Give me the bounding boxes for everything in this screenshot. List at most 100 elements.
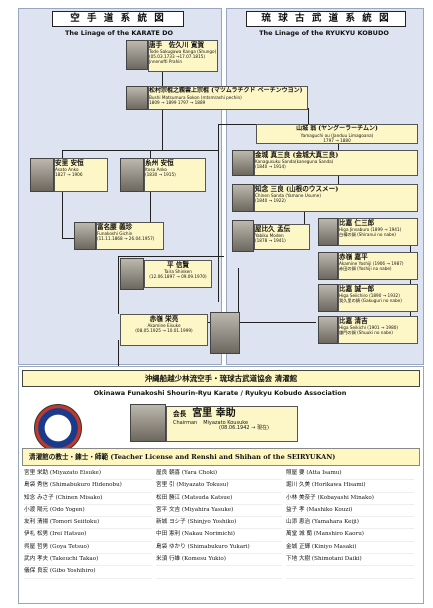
teacher-name xyxy=(286,566,414,579)
akamine-yoshiji-box: 赤嶺 嘉平 Akamine Yoshiji (1906 → 1987) 赤田の鍋… xyxy=(338,252,418,280)
akamine-eisuke-en: Akamine Eisuke xyxy=(147,323,181,328)
teacher-name: 知念 みさ子 (Chinen Misako) xyxy=(24,493,152,505)
asato-dates: 1827 → 1906 xyxy=(55,172,83,177)
higa-seiichiro-portrait xyxy=(318,284,338,312)
funakoshi-en: Funakoshi Gichin xyxy=(97,231,133,236)
teacher-name: 友利 清揚 (Tomori Seiitoku) xyxy=(24,517,152,530)
tode-name: 唐手 佐久川 寛賀 xyxy=(149,41,205,49)
teacher-name: 米須 行雄 (Komesu Yukio) xyxy=(156,554,282,567)
matsumura-box: 松村宗棍之親雲上宗棍 (マツムラチクド ペーチンウヨン) Bushi Matsu… xyxy=(148,86,308,110)
tode-en: Tode Sakugawa Kanga (Shungo) xyxy=(149,49,217,54)
chinen-en: Chinen Sanda (Yamane Usume) xyxy=(255,193,321,198)
teacher-name: 宮里 栄助 (Miyazato Eisuke) xyxy=(24,468,152,481)
line-kobudo-spine xyxy=(308,108,309,125)
kanagusuku-name: 金城 真三良 (金城大真三良) xyxy=(255,151,339,159)
matsumura-portrait xyxy=(126,86,148,110)
taira-box: 平 信賢 Taira Shinken (12.06.1897 → 09.09.1… xyxy=(144,260,212,288)
teacher-name: 伊礼 松男 (Irei Hatsuo) xyxy=(24,529,152,542)
akamine-yoshiji-dates: 赤田の鍋 (Yoshiji no nabe) xyxy=(339,266,392,271)
matsumura-name: 松村宗棍之親雲上宗棍 (マツムラチクド ペーチンウヨン) xyxy=(149,87,303,94)
chinen-dates: (1840 → 1922) xyxy=(255,198,286,203)
kanagusuku-dates: (1840 → 1914) xyxy=(255,164,286,169)
higa-seiichiro-dates: 我久里の鍋 (Gakuguri no nabe) xyxy=(339,298,402,303)
teacher-name: 新城 ヨシ子 (Shinjyo Yoshiko) xyxy=(156,517,282,530)
akamine-eisuke-box: 赤嶺 栄亮 Akamine Eisuke (08.05.1925 → 10.01… xyxy=(120,314,208,346)
kanagusuku-en: Kanagusuku Sanda(kaneguna Sanda) xyxy=(255,159,334,164)
chairman-romaji: Miyazato Kousuke xyxy=(203,420,249,426)
akamine-yoshiji-portrait xyxy=(318,252,338,280)
teacher-name: 松田 勝江 (Matsuda Katsue) xyxy=(156,493,282,505)
tode-portrait xyxy=(126,40,148,70)
teacher-name: 宮里 引 (Miyazato Tokusu) xyxy=(156,480,282,493)
line-akamine-right xyxy=(180,322,316,323)
yabiku-en: Yabiku Moden xyxy=(255,233,284,238)
teacher-name: 萬堂 城 蘭 (Manshiro Kaoru) xyxy=(286,529,414,542)
line-taira-join xyxy=(118,256,224,257)
higa-jinsaburo-en: Higa Jinsaburo (1899 → 1941) xyxy=(339,227,402,232)
yamaguchi-name: 山城 翁 (ヤングーラーチムン) xyxy=(296,125,378,132)
chairman-name: 宮里 幸助 xyxy=(192,408,236,419)
yamaguchi-en: Yamaguchi ou (Janduu Limagoana) xyxy=(300,133,374,138)
line-tode-matsumura xyxy=(162,72,163,86)
funakoshi-dates: (11.11.1868 → 26.04.1957) xyxy=(97,236,155,241)
yabiku-dates: (1878 → 1941) xyxy=(255,238,286,243)
chinen-name: 知念 三良 (山根のウスメー) xyxy=(255,185,339,193)
tode-box: 唐手 佐久川 寛賀 Tode Sakugawa Kanga (Shungo) (… xyxy=(148,40,218,72)
karate-lineage-title: 空 手 道 系 統 図 xyxy=(52,11,184,27)
higa-seikichi-dates: 鎌門の鍋 (Shuuki no nabe) xyxy=(339,330,393,335)
higa-seikichi-en: Higa Seikichi (1901 → 1980) xyxy=(339,325,399,330)
higa-jinsaburo-dates: 白樽の鍋 (Shiranui no nabe) xyxy=(339,232,396,237)
teachers-col-3: 照屋 要 (Atta Isamu) 堀川 久美 (Horikawa Hisami… xyxy=(286,468,414,579)
itosu-box: 糸州 安恒 Itosu Anko (1830 → 1915) xyxy=(144,158,206,192)
chairman-dates: (08.06.1942 → 現在) xyxy=(219,425,269,431)
higa-jinsaburo-portrait xyxy=(318,218,338,246)
funakoshi-box: 富名腰 義珍 Funakoshi Gichin (11.11.1868 → 26… xyxy=(96,222,164,250)
kobudo-lineage-subtitle: The Linage of the RYUKYU KOBUDO xyxy=(259,29,389,37)
asato-name: 安里 安恒 xyxy=(55,159,84,167)
itosu-dates: (1830 → 1915) xyxy=(145,172,176,177)
asato-en: Asato Anko xyxy=(55,167,79,172)
teacher-name xyxy=(156,566,282,579)
akamine-yoshiji-en: Akamine Yoshiji (1906 → 1987) xyxy=(339,261,404,266)
line-to-akamine xyxy=(118,256,119,314)
yabiku-name: 屋比久 孟伝 xyxy=(255,225,291,233)
higa-jinsaburo-name: 比嘉 仁三郎 xyxy=(339,219,375,227)
higa-seiichiro-name: 比嘉 誠一郎 xyxy=(339,285,375,293)
teacher-name: 中田 憲利 (Nakau Norimichi) xyxy=(156,529,282,542)
teacher-name: 金城 正輝 (Kiniyo Masaki) xyxy=(286,542,414,555)
funakoshi-portrait xyxy=(74,222,96,250)
teacher-name: 宮平 文吉 (Miyahira Yasuke) xyxy=(156,505,282,518)
line-to-kobudo xyxy=(218,124,219,302)
association-name-ja: 沖縄船越少林流空手・琉球古武道協会 清濯館 xyxy=(22,370,420,387)
teachers-header: 清濯館の教士・錬士・師範 (Teacher License and Renshi… xyxy=(22,448,420,466)
teacher-name: 照屋 要 (Atta Isamu) xyxy=(286,468,414,481)
teacher-name: 呉屋 哲男 (Goya Tetsuo) xyxy=(24,542,152,555)
association-panel xyxy=(18,366,424,604)
association-name-en: Okinawa Funakoshi Shourin-Ryu Karate / R… xyxy=(93,389,347,397)
line-matsumura-branch xyxy=(162,108,163,150)
teacher-name: 小渡 陽元 (Odo Yogen) xyxy=(24,505,152,518)
yabiku-box: 屋比久 孟伝 Yabiku Moden (1878 → 1941) xyxy=(254,224,310,250)
akamine-eisuke-dates: (08.05.1925 → 10.01.1999) xyxy=(135,328,193,333)
matsumura-en: Bushi Matsumura Sokon (mtsmrashi pechin) xyxy=(149,95,242,100)
teacher-name: 堀川 久美 (Horikawa Hisami) xyxy=(286,480,414,493)
funakoshi-name: 富名腰 義珍 xyxy=(97,223,133,231)
matsumura-dates: 1809 → 1899 1797 → 1889 xyxy=(149,100,206,105)
tode-dates: (05.03.1733 →17.07.1815) xyxy=(149,54,206,59)
itosu-name: 糸州 安恒 xyxy=(145,159,174,167)
chairman-label-en: Chairman xyxy=(173,420,198,426)
higa-seikichi-name: 比嘉 清吉 xyxy=(339,317,368,325)
akamine-eisuke-portrait xyxy=(210,312,240,354)
itosu-en: Itosu Anko xyxy=(145,167,167,172)
teacher-name: 山添 恵治 (Yamahara Keiji) xyxy=(286,517,414,530)
teacher-name: 小林 美奈子 (Kobayashi Minako) xyxy=(286,493,414,505)
asato-box: 安里 安恒 Asato Anko 1827 → 1906 xyxy=(54,158,108,192)
chinen-box: 知念 三良 (山根のウスメー) Chinen Sanda (Yamane Usu… xyxy=(254,184,418,212)
line-to-anko-asato xyxy=(62,150,63,158)
line-kobudo-left-branch xyxy=(238,268,239,320)
line-funakoshi xyxy=(62,192,63,238)
kanagusuku-portrait xyxy=(232,150,254,176)
higa-seikichi-portrait xyxy=(318,316,338,344)
taira-dates: (12.06.1897 → 09.09.1970) xyxy=(149,274,207,279)
line-to-itosu xyxy=(150,150,151,158)
